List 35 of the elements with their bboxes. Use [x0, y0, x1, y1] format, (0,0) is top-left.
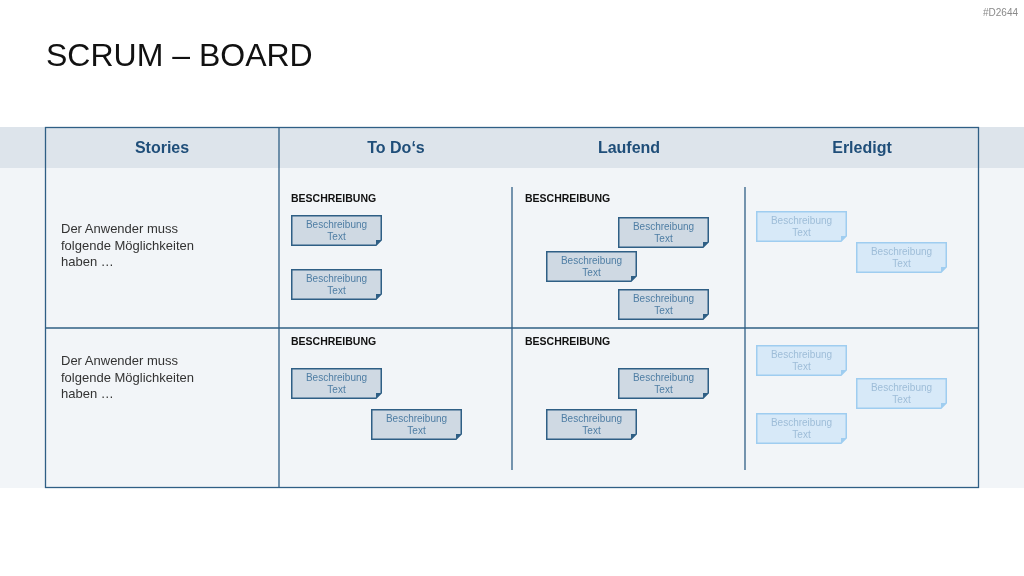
sticky-note [546, 409, 637, 440]
sticky-note [546, 251, 637, 282]
note-text: Beschreibung Text [631, 371, 696, 396]
section-heading: BESCHREIBUNG [525, 335, 611, 348]
column-header: Laufend [597, 138, 661, 158]
sticky-note [291, 215, 382, 246]
note-text: Beschreibung Text [304, 371, 369, 396]
section-heading: BESCHREIBUNG [525, 192, 611, 205]
sticky-note [756, 211, 847, 242]
sticky-note [618, 289, 709, 320]
sticky-note [618, 368, 709, 399]
sticky-note [856, 378, 947, 409]
sticky-note [756, 345, 847, 376]
note-text: Beschreibung Text [384, 412, 449, 437]
column-header: To Do‘s [367, 138, 425, 158]
sticky-note [291, 269, 382, 300]
note-text: Beschreibung Text [304, 272, 369, 297]
note-text: Beschreibung Text [559, 412, 624, 437]
note-text: Beschreibung Text [631, 292, 696, 317]
sticky-note [291, 368, 382, 399]
story-text: Der Anwender muss folgende Möglichkeiten haben … [61, 353, 195, 403]
column-header: Erledigt [832, 138, 892, 158]
sticky-note [618, 217, 709, 248]
template-code: #D2644 [982, 7, 1018, 19]
section-heading: BESCHREIBUNG [291, 335, 377, 348]
sticky-note [371, 409, 462, 440]
section-heading: BESCHREIBUNG [291, 192, 377, 205]
sticky-note [756, 413, 847, 444]
note-text: Beschreibung Text [304, 218, 369, 243]
note-text: Beschreibung Text [559, 254, 624, 279]
sticky-note [856, 242, 947, 273]
column-header: Stories [134, 138, 190, 158]
note-text: Beschreibung Text [631, 220, 696, 245]
slide-title: SCRUM – BOARD [46, 37, 313, 74]
story-text: Der Anwender muss folgende Möglichkeiten haben … [61, 221, 195, 271]
